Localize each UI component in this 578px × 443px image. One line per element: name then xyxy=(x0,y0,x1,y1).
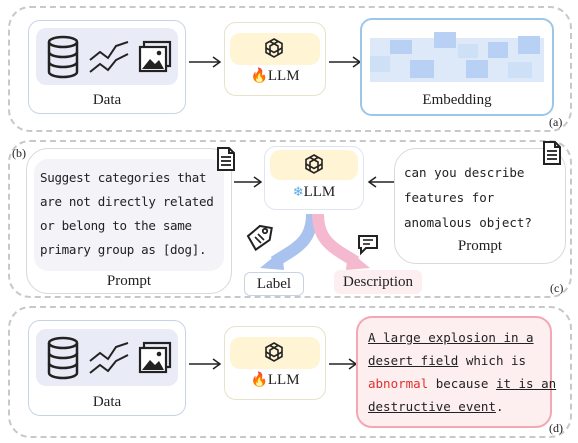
llm-label-b: LLM xyxy=(303,184,336,200)
arrow-prompt-right-to-llm xyxy=(367,176,396,188)
document-icon xyxy=(543,141,561,165)
llm-highlight-d xyxy=(230,337,320,369)
prompt-text-left: Suggest categories that are not directly… xyxy=(40,166,214,262)
database-icon xyxy=(47,35,79,79)
image-icon xyxy=(138,341,172,374)
chat-icon xyxy=(358,235,378,256)
desc-line-1: A large explosion in a xyxy=(368,330,534,345)
embedding-grid xyxy=(370,32,544,82)
desc-line-2-underlined: desert field xyxy=(368,353,459,368)
chatgpt-logo-icon xyxy=(305,154,323,174)
description-output-card xyxy=(356,316,552,428)
desc-line-4: destructive event xyxy=(368,399,496,414)
chatgpt-logo-icon xyxy=(265,38,283,58)
prompt-left-line-3: or belong to the same xyxy=(40,218,192,233)
desc-abnormal: abnormal xyxy=(368,376,429,391)
llm-row-d: 🔥LLM xyxy=(224,372,326,389)
fire-icon: 🔥 xyxy=(250,373,268,388)
document-icon xyxy=(217,147,235,171)
desc-it-is-an: it is an xyxy=(495,376,557,391)
panel-tag-b: (b) xyxy=(12,146,26,160)
arrow-llm-to-embedding xyxy=(329,56,362,68)
chatgpt-logo-icon xyxy=(265,342,283,362)
data-label-a: Data xyxy=(92,92,122,108)
prompt-left-line-2: are not directly related xyxy=(40,194,214,209)
llm-label-a: LLM xyxy=(267,68,300,84)
arrow-prompt-left-to-llm xyxy=(234,176,263,188)
database-icon xyxy=(47,336,79,380)
desc-because: because xyxy=(428,376,496,391)
desc-line-2-rest: which is xyxy=(458,353,527,368)
arrow-llm-to-description xyxy=(329,358,358,370)
prompt-right-line-3: anomalous object? xyxy=(404,215,532,230)
llm-highlight-a xyxy=(230,33,320,65)
image-icon xyxy=(138,40,172,73)
prompt-right-line-2: features for xyxy=(404,190,495,205)
line-chart-icon xyxy=(89,342,129,374)
prompt-text-right: can you describe features for anomalous … xyxy=(404,160,532,235)
label-arrowhead xyxy=(260,250,284,270)
panel-tag-d: (d) xyxy=(549,421,563,435)
fire-icon: 🔥 xyxy=(250,69,268,84)
prompt-label-left: Prompt xyxy=(106,273,152,289)
arrow-data-to-llm-d xyxy=(189,358,222,370)
panel-a xyxy=(8,6,572,132)
line-chart-icon xyxy=(89,41,129,73)
panel-tag-c: (c) xyxy=(550,281,564,295)
llm-row-a: 🔥LLM xyxy=(224,68,326,85)
description-box: Description xyxy=(334,270,422,294)
embedding-label: Embedding xyxy=(422,92,492,108)
output-arrows xyxy=(260,213,370,270)
panel-tag-a: (a) xyxy=(549,115,563,129)
prompt-text-box-left xyxy=(34,159,224,271)
arrow-data-to-llm-a xyxy=(189,56,222,68)
tag-icon xyxy=(246,224,273,252)
prompt-left-line-4: primary group as [dog]. xyxy=(40,242,207,257)
desc-line-4-end: . xyxy=(495,399,504,414)
panel-d xyxy=(8,306,572,438)
prompt-left-line-1: Suggest categories that xyxy=(40,170,207,185)
panel-bc xyxy=(8,140,572,298)
prompt-label-right: Prompt xyxy=(457,238,503,254)
label-box: Label xyxy=(244,272,304,296)
description-output-text: A large explosion in a desert field whic… xyxy=(368,326,556,418)
prompt-right-line-1: can you describe xyxy=(404,165,525,180)
llm-label-d: LLM xyxy=(267,372,300,388)
prompt-card-right xyxy=(394,148,566,264)
description-arrowhead xyxy=(346,250,370,270)
data-label-d: Data xyxy=(92,394,122,410)
snowflake-icon: ❄ xyxy=(292,184,304,199)
llm-row-b: ❄LLM xyxy=(264,184,364,201)
